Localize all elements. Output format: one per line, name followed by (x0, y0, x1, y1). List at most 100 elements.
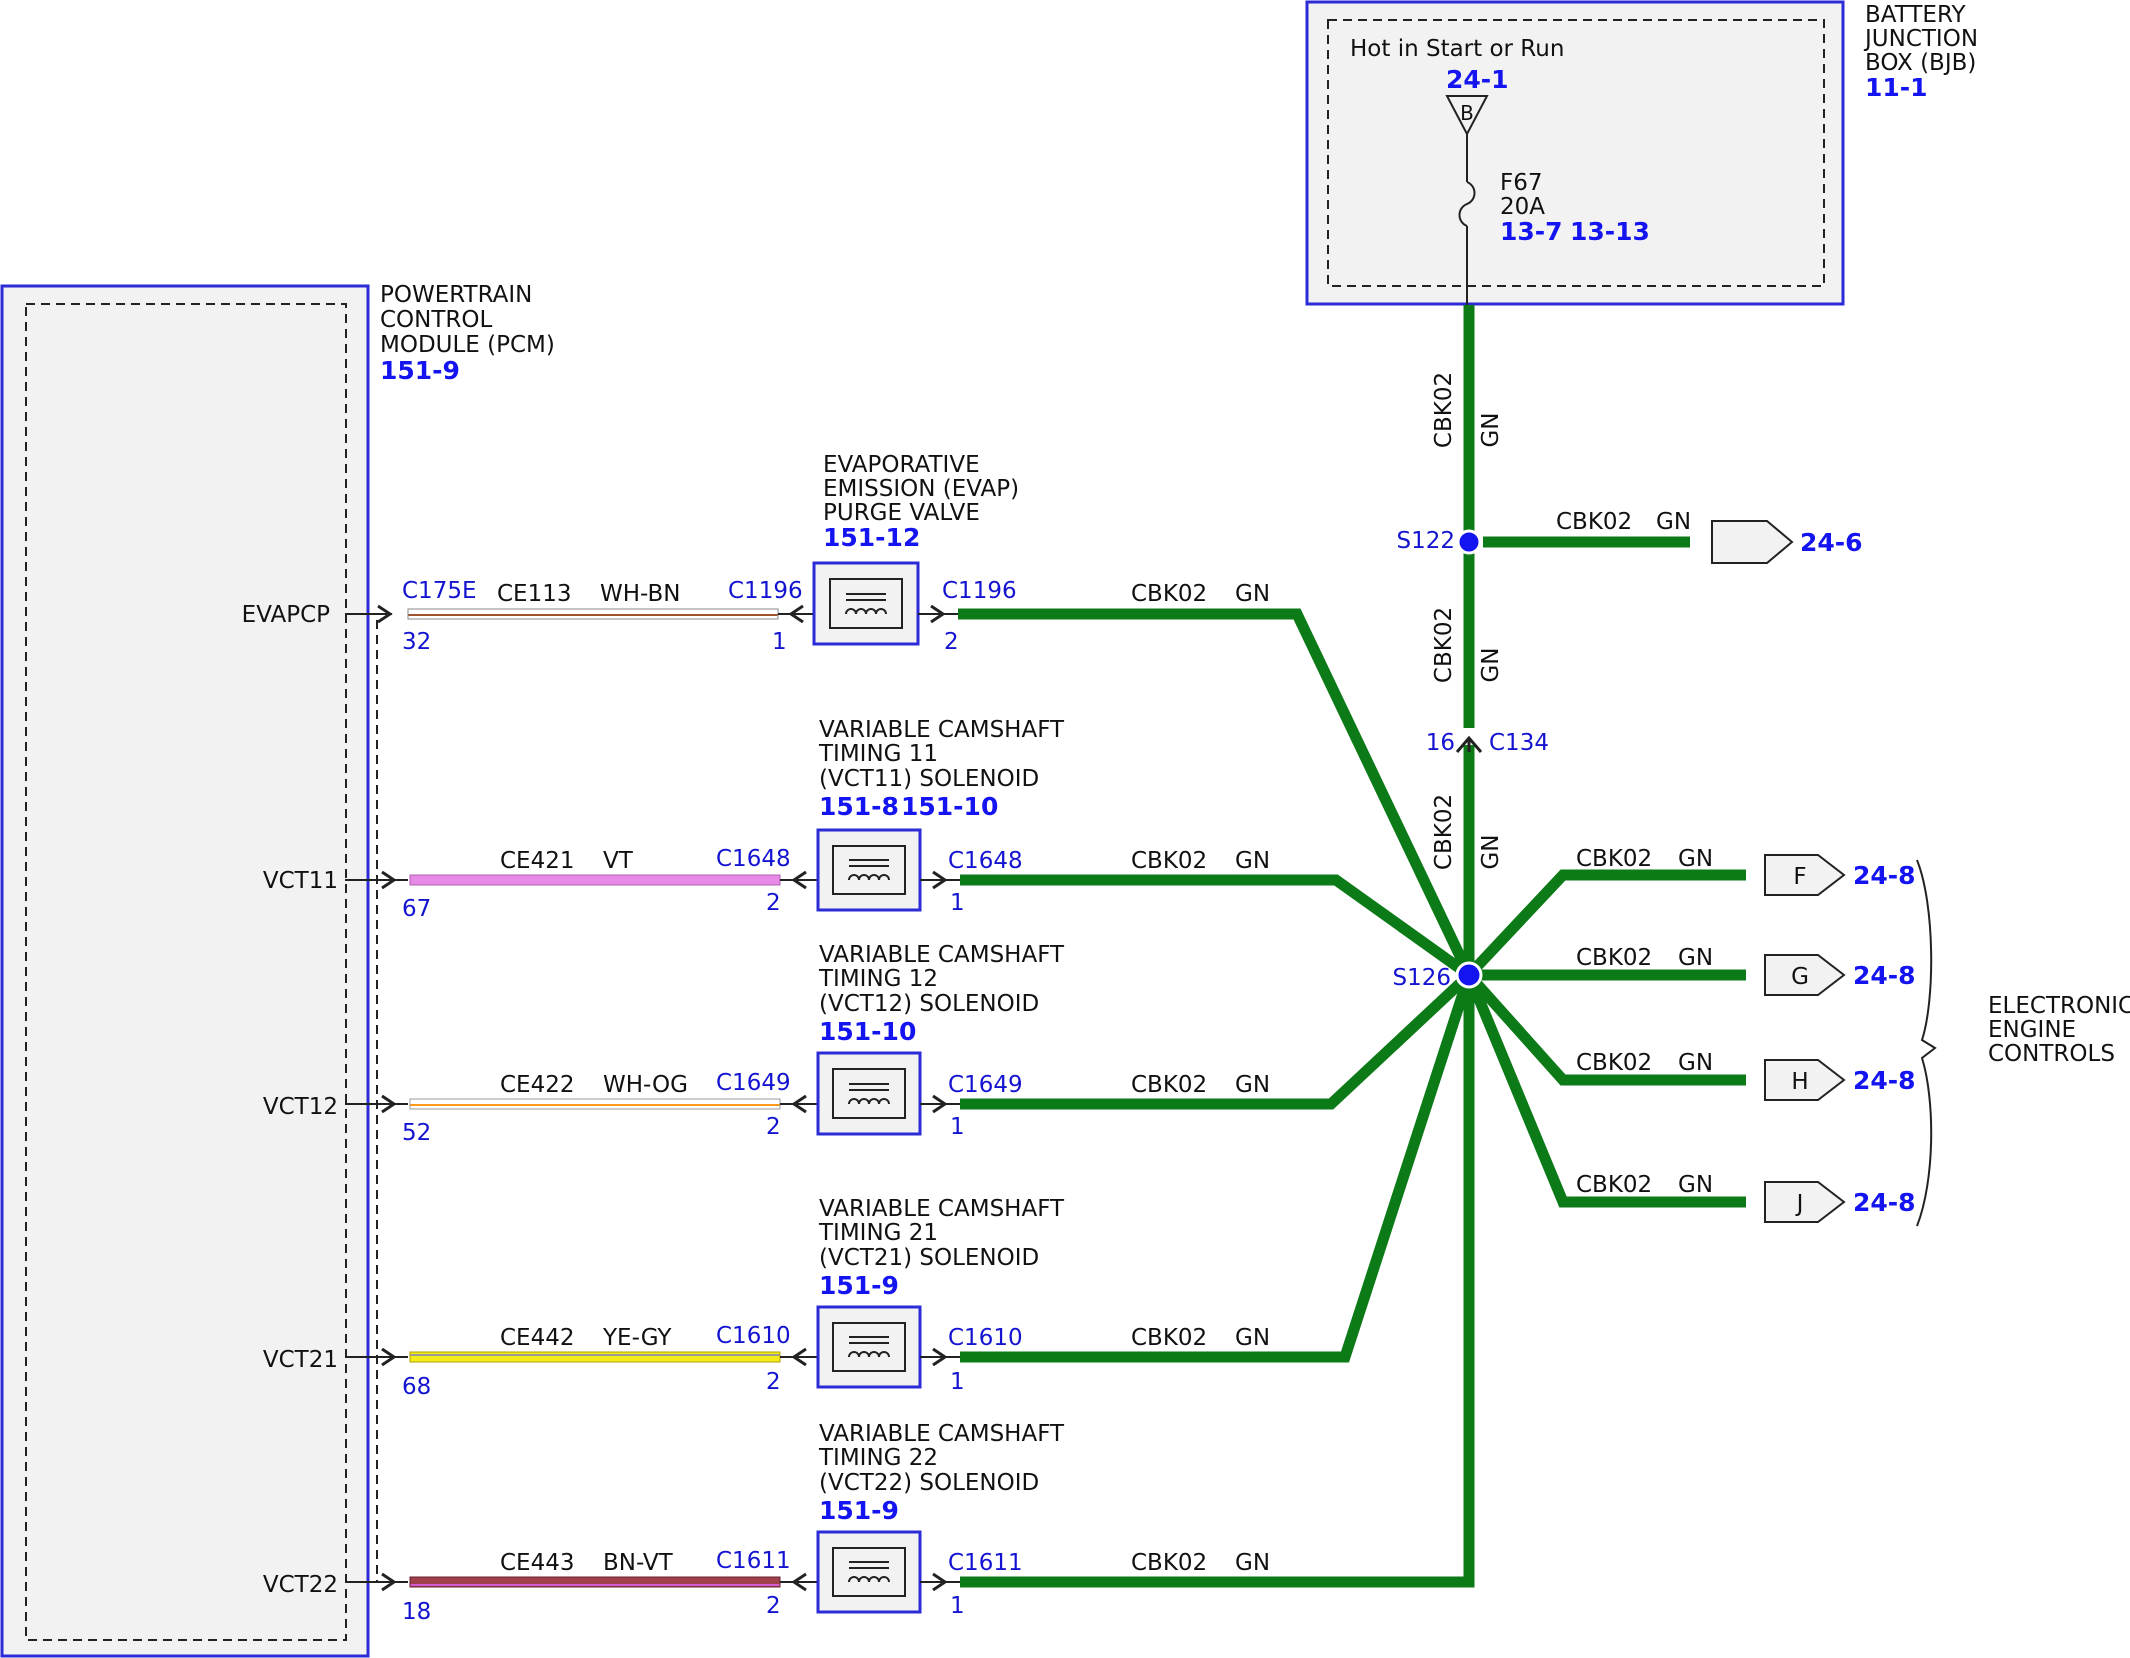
device-title-line-1: VARIABLE CAMSHAFT (819, 717, 1065, 743)
pcm-connector-c175e: C175E (402, 578, 477, 604)
output-j-letter: J (1795, 1191, 1804, 1217)
fuse-ref-2[interactable]: 13-13 (1570, 217, 1650, 246)
signal-wire-wh-og (409, 1098, 781, 1110)
output-g-arrow-icon (1764, 954, 1846, 996)
branch-top-arrow-icon (1711, 520, 1794, 564)
connector-c134: 16 C134 (1426, 729, 1549, 756)
wire-circuit-ce442: CE442 (500, 1325, 575, 1351)
output-j: CBK02 GN J 24-8 (1576, 1172, 1916, 1223)
device-pin-arrow-icon (788, 604, 804, 624)
output-f-circuit: CBK02 (1576, 846, 1652, 872)
ground-wiring (958, 305, 1746, 1588)
pcm-pin-arrow-icon (381, 1572, 397, 1592)
device-pin-out: 2 (944, 629, 959, 655)
device-ref-151-9[interactable]: 151-9 (819, 1496, 899, 1525)
device-connector-in-c1648: C1648 (716, 846, 791, 872)
trunk-seg1-circuit: CBK02 (1431, 372, 1457, 448)
device-ref-151-8[interactable]: 151-8 (819, 792, 899, 821)
splice-s126-label: S126 (1393, 965, 1452, 991)
device-pin-out: 1 (950, 1593, 965, 1619)
device-title-line-3: (VCT21) SOLENOID (819, 1245, 1039, 1271)
ground-color-label: GN (1235, 581, 1270, 607)
output-h-arrow-icon (1764, 1059, 1846, 1101)
bjb-title-line-1: BATTERY (1865, 2, 1966, 28)
pcm-ref[interactable]: 151-9 (380, 356, 460, 385)
fuse-icon (1458, 181, 1476, 227)
branch-top-color: GN (1656, 509, 1691, 535)
device-ref-151-12[interactable]: 151-12 (823, 523, 920, 552)
output-j-ref[interactable]: 24-8 (1853, 1188, 1916, 1217)
output-h-ref[interactable]: 24-8 (1853, 1066, 1916, 1095)
trunk-seg1-color: GN (1478, 412, 1504, 447)
circuit-vct11: VCT11 67 CE421 VT C1648 2 C1648 1 VARIAB… (263, 717, 1270, 922)
device-connector-out-c1648: C1648 (948, 848, 1023, 874)
pcm-pin-arrow-icon (381, 1094, 397, 1114)
device-pin-arrow-icon (791, 1347, 807, 1367)
device-title-line-3: (VCT12) SOLENOID (819, 991, 1039, 1017)
device-title-line-1: VARIABLE CAMSHAFT (819, 1196, 1065, 1222)
ground-wire-vct11 (960, 874, 1473, 980)
pcm-signal-evapcp: EVAPCP (242, 602, 330, 628)
pcm-signal-vct21: VCT21 (263, 1347, 338, 1373)
device-ref-151-10[interactable]: 151-10 (819, 1017, 916, 1046)
wire-circuit-ce113: CE113 (497, 581, 572, 607)
output-g-letter: G (1791, 964, 1809, 990)
ground-circuit-label: CBK02 (1131, 848, 1207, 874)
device-pin-in: 2 (766, 1593, 781, 1619)
eec-label-line-3: CONTROLS (1988, 1041, 2115, 1067)
output-f-arrow-icon (1764, 854, 1846, 896)
pcm-signal-vct12: VCT12 (263, 1094, 338, 1120)
device-title-line-1: VARIABLE CAMSHAFT (819, 942, 1065, 968)
device-title-line-2: TIMING 12 (818, 966, 938, 992)
ground-circuit-label: CBK02 (1131, 1325, 1207, 1351)
device-ref-151-10[interactable]: 151-10 (901, 792, 998, 821)
wire-circuit-ce443: CE443 (500, 1550, 575, 1576)
signal-wire-vt (409, 874, 781, 886)
device-connector-out-c1610: C1610 (948, 1325, 1023, 1351)
device-title-line-1: VARIABLE CAMSHAFT (819, 1421, 1065, 1447)
ground-circuit-label: CBK02 (1131, 1550, 1207, 1576)
device-pin-out-arrow-icon (930, 604, 946, 624)
output-h-color: GN (1678, 1050, 1713, 1076)
output-g: CBK02 GN G 24-8 (1576, 945, 1916, 996)
device-title-line-1: EVAPORATIVE (823, 452, 980, 478)
output-f-ref[interactable]: 24-8 (1853, 861, 1916, 890)
device-connector-out-c1196: C1196 (942, 578, 1017, 604)
wire-color-wh-bn: WH-BN (600, 581, 681, 607)
bjb-ref[interactable]: 11-1 (1865, 73, 1928, 102)
fuse-rating: 20A (1500, 194, 1545, 220)
splice-s122: S122 CBK02 GN 24-6 (1397, 509, 1863, 564)
device-title-line-2: EMISSION (EVAP) (823, 476, 1019, 502)
pcm-pin-52: 52 (402, 1120, 431, 1146)
device-connector-out-c1611: C1611 (948, 1550, 1023, 1576)
branch-top-ref[interactable]: 24-6 (1800, 528, 1863, 557)
ground-wire-evap (958, 608, 1474, 978)
wire-color-wh-og: WH-OG (603, 1072, 688, 1098)
branch-top-circuit: CBK02 (1556, 509, 1632, 535)
bus-bar-icon (1445, 95, 1489, 137)
output-wire-j (1463, 972, 1746, 1208)
pcm-pin-arrow-icon (381, 1347, 397, 1367)
output-g-ref[interactable]: 24-8 (1853, 961, 1916, 990)
pcm-pin-18: 18 (402, 1599, 431, 1625)
trunk-seg3-circuit: CBK02 (1431, 794, 1457, 870)
device-pin-out-arrow-icon (932, 1094, 948, 1114)
output-wire-h (1464, 971, 1746, 1086)
pcm-title-line-2: CONTROL (380, 307, 493, 333)
splice-s126: S126 (1393, 961, 1483, 991)
pcm-title-line-1: POWERTRAIN (380, 282, 532, 308)
pcm-pin-68: 68 (402, 1374, 431, 1400)
output-wire-f (1464, 869, 1746, 979)
signal-wire-wh-bn (407, 608, 779, 620)
wire-circuit-ce422: CE422 (500, 1072, 575, 1098)
eec-label-line-1: ELECTRONIC (1988, 993, 2130, 1019)
solenoid-coil-icon (848, 1576, 890, 1583)
hot-ref[interactable]: 24-1 (1446, 65, 1509, 94)
pcm-pin-arrow-icon (381, 870, 397, 890)
fuse-ref-1[interactable]: 13-7 (1500, 217, 1563, 246)
pcm-signal-vct11: VCT11 (263, 868, 338, 894)
device-connector-in-c1610: C1610 (716, 1323, 791, 1349)
trunk-seg2-color: GN (1478, 647, 1504, 682)
ground-color-label: GN (1235, 1550, 1270, 1576)
device-ref-151-9[interactable]: 151-9 (819, 1271, 899, 1300)
